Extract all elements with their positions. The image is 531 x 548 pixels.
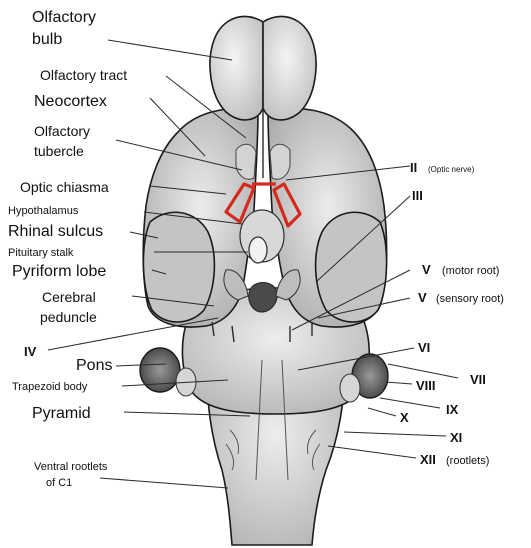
label-xii: XII: [420, 452, 436, 467]
label-olfactory-bulb-line2: bulb: [32, 31, 62, 48]
right-olfactory-bulb-shape: [263, 16, 316, 119]
label-v-sensory-note: (sensory root): [436, 293, 504, 305]
label-cerebral-peduncle-line2: peduncle: [40, 309, 97, 325]
label-pons: Pons: [76, 357, 112, 374]
label-rhinal-sulcus: Rhinal sulcus: [8, 223, 103, 240]
left-flocculus-shape: [140, 348, 180, 392]
brain-drawing: [140, 16, 388, 545]
label-neocortex: Neocortex: [34, 93, 107, 110]
label-pyriform-lobe: Pyriform lobe: [12, 263, 106, 280]
label-v-motor-note: (motor root): [442, 265, 499, 277]
label-pyramid: Pyramid: [32, 405, 91, 422]
label-iii: III: [412, 188, 423, 203]
label-x: X: [400, 410, 409, 425]
label-vii: VII: [470, 372, 486, 387]
label-olfactory-tubercle-line2: tubercle: [34, 143, 84, 159]
label-v-motor: V: [422, 262, 431, 277]
label-trapezoid-body: Trapezoid body: [12, 381, 88, 393]
label-optic-chiasma: Optic chiasma: [20, 179, 109, 195]
left-olfactory-bulb-shape: [210, 16, 263, 119]
label-xi: XI: [450, 430, 462, 445]
label-hypothalamus: Hypothalamus: [8, 205, 79, 217]
label-ix: IX: [446, 402, 459, 417]
label-xii-note: (rootlets): [446, 455, 489, 467]
right-labels: II (Optic nerve) III V (motor root) V (s…: [400, 160, 504, 467]
left-labels: Olfactory bulb Olfactory tract Neocortex…: [8, 9, 127, 489]
label-viii: VIII: [416, 378, 436, 393]
pituitary-stalk-shape: [249, 237, 267, 263]
left-pyriform-shape: [143, 212, 214, 322]
label-ii: II: [410, 160, 417, 175]
label-olfactory-bulb-line1: Olfactory: [32, 9, 96, 26]
label-olfactory-tract: Olfactory tract: [40, 67, 127, 83]
right-paraflocculus: [340, 374, 360, 402]
label-vi: VI: [418, 340, 430, 355]
label-v-sensory: V: [418, 290, 427, 305]
label-cerebral-peduncle-line1: Cerebral: [42, 289, 96, 305]
label-ii-note: (Optic nerve): [428, 165, 475, 174]
label-ventral-rootlets-line2: of C1: [46, 477, 72, 489]
label-iv: IV: [24, 344, 37, 359]
label-ventral-rootlets-line1: Ventral rootlets: [34, 461, 108, 473]
label-olfactory-tubercle-line1: Olfactory: [34, 123, 90, 139]
label-pituitary-stalk: Pituitary stalk: [8, 247, 74, 259]
